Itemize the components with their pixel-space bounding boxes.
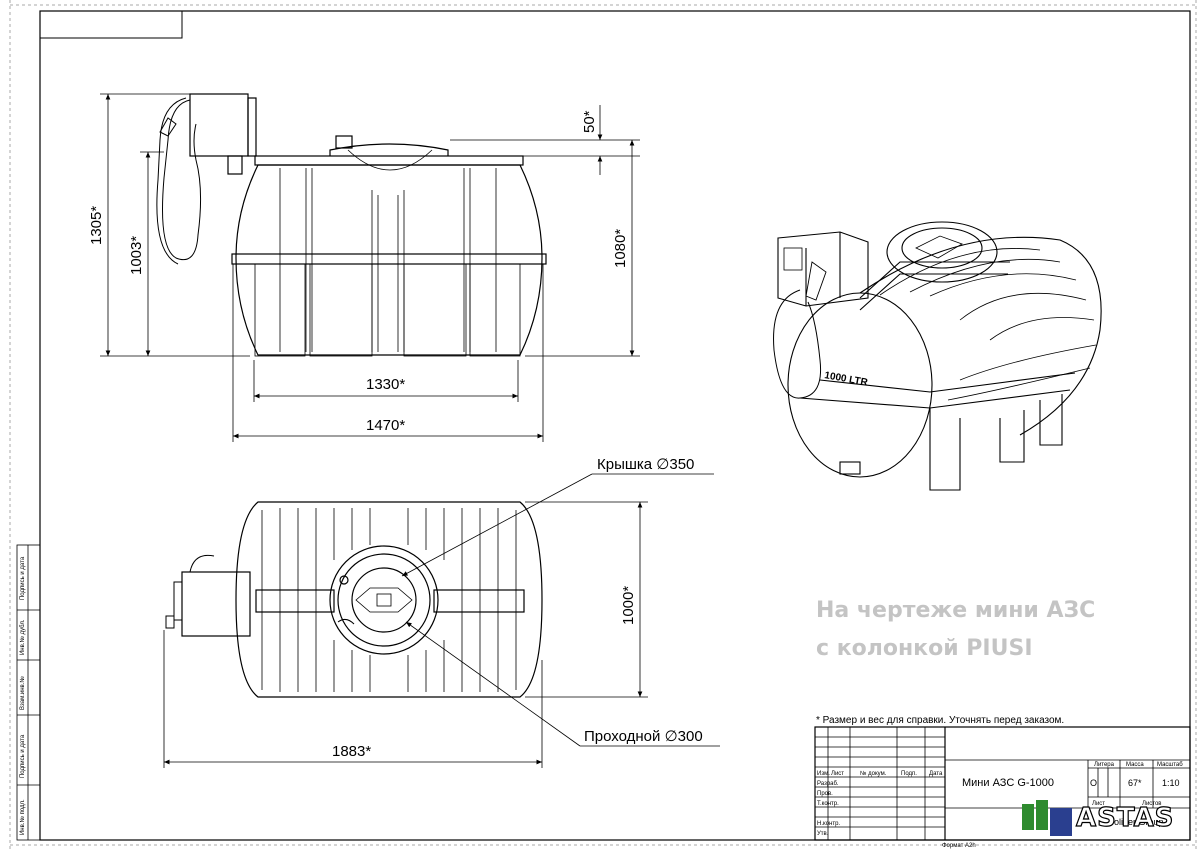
dim-tank-height: 1003* [128, 236, 145, 275]
sheet-frame [9, 0, 1197, 849]
tb-value-scale: 1:10 [1162, 778, 1180, 788]
dim-outer-width: 1470* [366, 417, 405, 434]
dim-total-height: 1305* [88, 206, 105, 245]
tb-role-checked: Пров. [817, 791, 833, 797]
dim-plan-length: 1883* [332, 743, 371, 760]
tb-value-litera: О [1090, 778, 1097, 788]
tb-product-name: Мини АЗС G-1000 [962, 777, 1054, 789]
front-dimensions [100, 93, 640, 442]
tank-label: 1000 LTR [823, 370, 869, 389]
callout-lid: Крышка ∅350 [597, 456, 694, 473]
tb-company: Poliner Group [1108, 817, 1164, 827]
stamp-label: Взам.инв.№ [19, 676, 26, 710]
tb-header-scale: Масштаб [1157, 762, 1183, 768]
company-logo: ASTAS [1022, 800, 1174, 836]
lid-circle [329, 545, 439, 655]
side-stamp: Подпись и дата Инв.№ дубл. Взам.инв.№ По… [16, 544, 41, 841]
iso-lid [886, 221, 998, 283]
iso-dispenser [777, 231, 869, 307]
tb-col-date: Дата [929, 771, 943, 777]
tb-col-izm: Изм. [817, 771, 830, 777]
tb-header-litera: Литера [1094, 762, 1115, 768]
tb-header-mass: Масса [1126, 762, 1144, 768]
callout-manhole: Проходной ∅300 [584, 728, 703, 745]
tb-sheet-label: Лист [1092, 801, 1105, 807]
reference-note: * Размер и вес для справки. Уточнять пер… [816, 715, 1064, 726]
tb-col-doc: № докум. [860, 770, 887, 777]
tb-col-list: Лист [831, 771, 844, 777]
tb-role-developer: Разраб. [817, 781, 839, 787]
tb-value-mass: 67* [1128, 778, 1142, 788]
watermark-line-2: с колонкой PIUSI [816, 636, 1033, 661]
dim-body-height: 1080* [612, 229, 629, 268]
tb-role-ncontrol: Н.контр. [817, 821, 840, 827]
isometric-view [773, 221, 1102, 491]
logo-text: ASTAS [1076, 803, 1174, 833]
tb-role-tcontrol: Т.контр. [817, 801, 839, 807]
plan-outline [235, 501, 543, 698]
tb-sheets-label: Листов [1142, 801, 1162, 807]
front-view [156, 93, 547, 357]
dim-inner-width: 1330* [366, 376, 405, 393]
stamp-label: Инв.№ дубл. [19, 619, 26, 655]
dim-top-offset: 50* [581, 110, 598, 133]
tb-format: Формат A2h [942, 843, 976, 849]
plan-dispenser [181, 571, 251, 637]
plan-view [165, 501, 543, 698]
stamp-label: Инв.№ подл. [19, 799, 26, 835]
watermark-line-1: На чертеже мини АЗС [816, 598, 1095, 623]
tb-col-sign: Подп. [901, 771, 917, 777]
dim-plan-width: 1000* [620, 586, 637, 625]
stamp-label: Подпись и дата [20, 734, 26, 778]
stamp-label: Подпись и дата [20, 556, 26, 600]
dispenser-box [189, 93, 249, 157]
fuel-hose [162, 99, 202, 261]
tb-role-approved: Утв. [817, 831, 829, 837]
plan-dimensions [163, 473, 720, 768]
iso-hose [773, 289, 822, 399]
